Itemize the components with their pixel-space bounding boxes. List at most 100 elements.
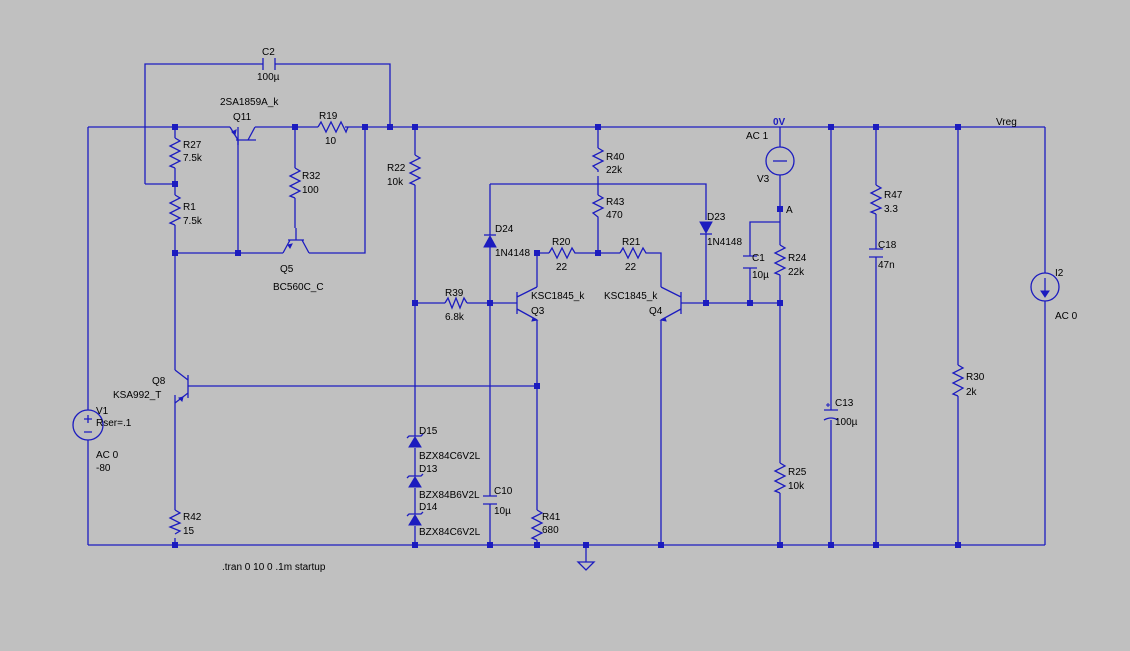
d15-model-label: BZX84C6V2L (419, 451, 481, 462)
r25-resistor-symbol[interactable] (773, 462, 787, 494)
q11-transistor-symbol[interactable] (225, 126, 268, 145)
c1-name-label: C1 (752, 253, 765, 264)
r21-resistor-symbol[interactable] (619, 246, 648, 260)
r39-value-label: 6.8k (445, 312, 465, 323)
c10-value-label: 10µ (494, 506, 511, 517)
c2-name-label: C2 (262, 47, 275, 58)
c1-value-label: 10µ (752, 270, 769, 281)
d15-name-label: D15 (419, 426, 438, 437)
d14-zener-symbol[interactable] (406, 511, 424, 526)
r41-resistor-symbol[interactable] (530, 509, 544, 541)
r32-value-label: 100 (302, 185, 319, 196)
r22-value-label: 10k (387, 177, 404, 188)
r47-resistor-symbol[interactable] (869, 184, 883, 215)
r41-name-label: R41 (542, 512, 561, 523)
r21-name-label: R21 (622, 237, 641, 248)
c18-capacitor-symbol[interactable] (869, 248, 883, 258)
wires (87, 63, 1046, 562)
r39-name-label: R39 (445, 288, 464, 299)
r20-resistor-symbol[interactable] (548, 246, 578, 260)
v1-name-label: V1 (96, 406, 109, 417)
d13-name-label: D13 (419, 464, 438, 475)
node-a-label: A (786, 205, 793, 216)
r19-value-label: 10 (325, 136, 337, 147)
q5-transistor-symbol[interactable] (282, 228, 310, 254)
r43-resistor-symbol[interactable] (591, 194, 605, 222)
ground-symbol[interactable] (576, 561, 596, 571)
sources (72, 146, 1060, 571)
i2-current-source-symbol[interactable] (1030, 272, 1060, 302)
c1-capacitor-symbol[interactable] (743, 255, 757, 269)
c13-name-label: C13 (835, 398, 854, 409)
c2-value-label: 100µ (257, 72, 280, 83)
r22-resistor-symbol[interactable] (408, 154, 422, 186)
r32-resistor-symbol[interactable] (288, 167, 302, 199)
q4-transistor-symbol[interactable] (659, 286, 682, 322)
c10-name-label: C10 (494, 486, 513, 497)
r47-name-label: R47 (884, 190, 903, 201)
q3-model-label: KSC1845_k (531, 291, 585, 302)
r39-resistor-symbol[interactable] (444, 296, 468, 310)
v1-voltage-source-symbol[interactable] (72, 409, 104, 441)
r43-value-label: 470 (606, 210, 623, 221)
node-0v-label: 0V (773, 117, 786, 128)
c10-capacitor-symbol[interactable] (483, 495, 497, 505)
transistors (174, 126, 682, 404)
capacitors (262, 58, 883, 505)
r24-resistor-symbol[interactable] (773, 244, 787, 276)
q3-transistor-symbol[interactable] (516, 286, 539, 322)
d15-zener-symbol[interactable] (406, 433, 424, 448)
r24-name-label: R24 (788, 253, 807, 264)
v3-value-label: AC 1 (746, 131, 769, 142)
r30-name-label: R30 (966, 372, 985, 383)
r42-name-label: R42 (183, 512, 202, 523)
r25-value-label: 10k (788, 481, 805, 492)
c18-value-label: 47n (878, 260, 895, 271)
d13-zener-symbol[interactable] (406, 473, 424, 488)
r22-name-label: R22 (387, 163, 406, 174)
d23-diode-symbol[interactable] (699, 221, 713, 235)
c2-capacitor-symbol[interactable] (262, 58, 276, 70)
q11-name-label: Q11 (233, 112, 252, 123)
r20-name-label: R20 (552, 237, 571, 248)
r40-resistor-symbol[interactable] (591, 147, 605, 172)
r41-value-label: 680 (542, 525, 559, 536)
v3-name-label: V3 (757, 174, 770, 185)
r1-resistor-symbol[interactable] (168, 194, 182, 226)
r24-value-label: 22k (788, 267, 805, 278)
r32-name-label: R32 (302, 171, 321, 182)
v1-rser-label: Rser=.1 (96, 418, 132, 429)
v1-ac-label: AC 0 (96, 450, 119, 461)
c18-name-label: C18 (878, 240, 897, 251)
q8-transistor-symbol[interactable] (174, 369, 195, 404)
q4-model-label: KSC1845_k (604, 291, 658, 302)
q3-name-label: Q3 (531, 306, 545, 317)
d13-model-label: BZX84B6V2L (419, 490, 480, 501)
node-vreg-label: Vreg (996, 117, 1017, 128)
r42-value-label: 15 (183, 526, 195, 537)
v3-voltage-source-symbol[interactable] (765, 146, 795, 176)
r19-resistor-symbol[interactable] (317, 120, 349, 134)
diodes (406, 221, 713, 526)
d24-diode-symbol[interactable] (483, 234, 497, 248)
r43-name-label: R43 (606, 197, 625, 208)
r1-name-label: R1 (183, 202, 196, 213)
r40-value-label: 22k (606, 165, 623, 176)
q4-name-label: Q4 (649, 306, 663, 317)
d14-model-label: BZX84C6V2L (419, 527, 481, 538)
r30-resistor-symbol[interactable] (951, 364, 965, 397)
r20-value-label: 22 (556, 262, 568, 273)
r27-resistor-symbol[interactable] (168, 137, 182, 169)
r25-name-label: R25 (788, 467, 807, 478)
d24-name-label: D24 (495, 224, 514, 235)
q5-model-label: BC560C_C (273, 282, 324, 293)
r42-resistor-symbol[interactable] (168, 509, 182, 535)
c13-capacitor-symbol[interactable] (823, 403, 839, 421)
r27-value-label: 7.5k (183, 153, 203, 164)
r47-value-label: 3.3 (884, 204, 898, 215)
q5-name-label: Q5 (280, 264, 294, 275)
q8-name-label: Q8 (152, 376, 166, 387)
d24-model-label: 1N4148 (495, 248, 530, 259)
spice-directive[interactable]: .tran 0 10 0 .1m startup (222, 562, 326, 573)
